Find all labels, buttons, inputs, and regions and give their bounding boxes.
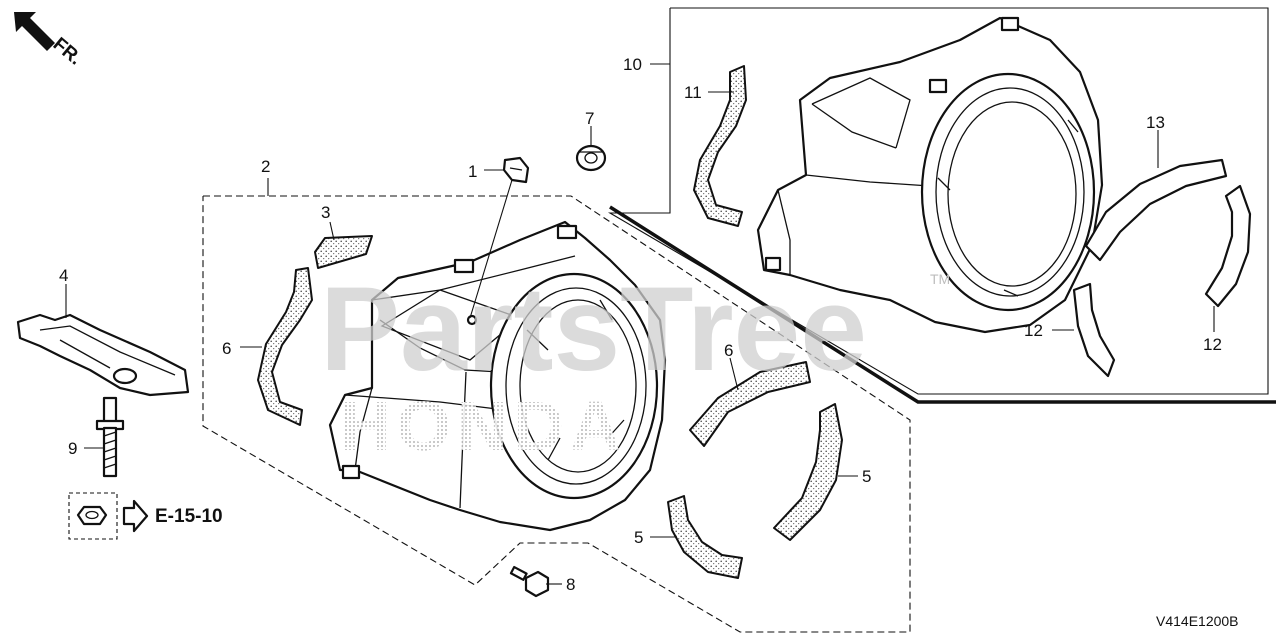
part-6-seal-arc-right[interactable] (689, 361, 811, 447)
callout-7[interactable]: 7 (585, 109, 594, 128)
watermark-trademark: TM (930, 271, 950, 287)
part-11-seal-strip[interactable] (693, 65, 747, 227)
front-direction-arrow-icon (14, 12, 55, 51)
part-12-seal-arc-right[interactable] (1204, 184, 1252, 308)
leader-1 (469, 169, 513, 319)
callout-8[interactable]: 8 (566, 575, 575, 594)
part-5-seal-arc-bottom[interactable] (667, 495, 743, 579)
flange-nut-icon (76, 505, 108, 526)
part-13-seal-arc[interactable] (1084, 158, 1228, 262)
part-2-fan-cover[interactable] (328, 220, 667, 532)
group-frame-10-shadow (609, 205, 1276, 404)
callout-13[interactable]: 13 (1146, 113, 1165, 132)
part-7-grommet[interactable] (575, 144, 607, 172)
group-frame-10 (607, 7, 1269, 395)
callout-6b[interactable]: 6 (724, 341, 733, 360)
part-10-fan-cover[interactable] (756, 16, 1104, 334)
watermark-brand: HONDA (340, 387, 627, 465)
reference-code[interactable]: E-15-10 (155, 506, 223, 527)
callout-3[interactable]: 3 (321, 203, 330, 222)
callout-6a[interactable]: 6 (222, 339, 231, 358)
part-6-seal-strip-left[interactable] (257, 267, 313, 426)
front-direction-label: FR. (49, 34, 86, 70)
watermark-text: PartsTree (320, 262, 867, 396)
callout-11[interactable]: 11 (684, 83, 702, 102)
part-1-clip[interactable] (502, 156, 530, 184)
part-12-seal-arc-bottom[interactable] (1072, 282, 1116, 378)
diagram-code: V414E1200B (1156, 613, 1239, 629)
front-direction-indicator: FR. (14, 12, 86, 70)
leader-6b (729, 357, 739, 391)
callout-10[interactable]: 10 (623, 55, 642, 74)
part-4-deflector[interactable] (16, 313, 190, 397)
callout-4[interactable]: 4 (59, 266, 68, 285)
callout-12b[interactable]: 12 (1203, 335, 1222, 354)
part-9-stud-bolt[interactable] (95, 396, 125, 478)
part-3-seal[interactable] (314, 235, 373, 269)
part-5-seal-arc-right[interactable] (773, 403, 843, 541)
callout-2[interactable]: 2 (261, 157, 270, 176)
callout-12a[interactable]: 12 (1024, 321, 1043, 340)
group-frame-2 (202, 195, 911, 633)
callout-9[interactable]: 9 (68, 439, 77, 458)
callout-5b[interactable]: 5 (634, 528, 643, 547)
callout-5a[interactable]: 5 (862, 467, 871, 486)
callout-1[interactable]: 1 (468, 162, 477, 181)
reference-box[interactable]: E-15-10 (68, 492, 223, 540)
part-8-flange-bolt[interactable] (509, 565, 550, 598)
leader-3 (329, 221, 335, 241)
reference-arrow-icon (122, 499, 149, 533)
